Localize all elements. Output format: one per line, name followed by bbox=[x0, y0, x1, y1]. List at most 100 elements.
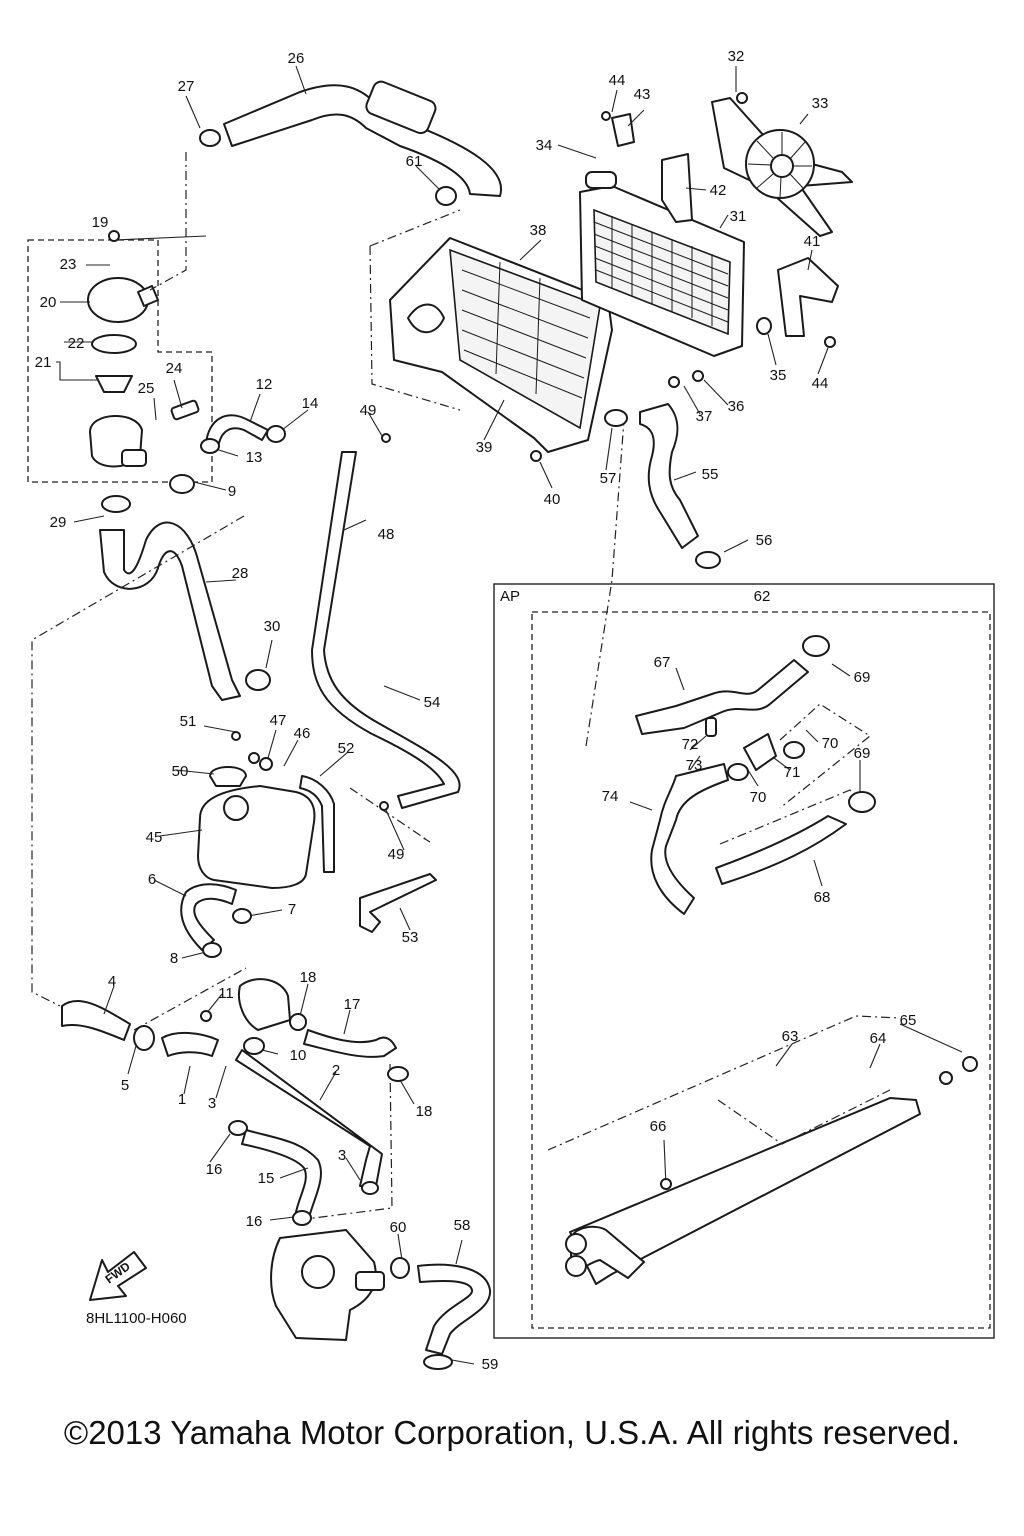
callout-9: 9 bbox=[228, 483, 236, 500]
hose-55 bbox=[639, 403, 699, 549]
callout-73: 73 bbox=[686, 757, 703, 774]
callout-40: 40 bbox=[544, 491, 561, 508]
callout-58: 58 bbox=[454, 1217, 471, 1234]
exhaust-pipe-end-a bbox=[565, 1233, 587, 1255]
callout-13: 13 bbox=[246, 449, 263, 466]
callout-5: 5 bbox=[121, 1077, 129, 1094]
callout-47: 47 bbox=[270, 712, 287, 729]
callout-39: 39 bbox=[476, 439, 493, 456]
bracket-43 bbox=[611, 113, 635, 147]
callout-52: 52 bbox=[338, 740, 355, 757]
ap-inner-box bbox=[531, 611, 991, 1329]
drawing-code: 8HL1100-H060 bbox=[86, 1310, 187, 1327]
callout-48: 48 bbox=[378, 526, 395, 543]
hose-48 bbox=[311, 451, 461, 809]
callout-2: 2 bbox=[332, 1062, 340, 1079]
hose-26 bbox=[223, 84, 503, 197]
callout-55: 55 bbox=[702, 466, 719, 483]
cooling-fan bbox=[711, 97, 853, 237]
callout-41: 41 bbox=[804, 233, 821, 250]
callout-70a: 70 bbox=[822, 735, 839, 752]
callout-45: 45 bbox=[146, 829, 163, 846]
callout-15: 15 bbox=[258, 1170, 275, 1187]
hose-58 bbox=[417, 1263, 492, 1355]
thermostat-group-box bbox=[27, 239, 213, 483]
bracket-42 bbox=[661, 153, 693, 223]
callout-72: 72 bbox=[682, 736, 699, 753]
radiator-shroud bbox=[389, 237, 613, 453]
copyright-notice: ©2013 Yamaha Motor Corporation, U.S.A. A… bbox=[63, 1414, 961, 1451]
callout-36: 36 bbox=[728, 398, 745, 415]
callout-23: 23 bbox=[60, 256, 77, 273]
callout-27: 27 bbox=[178, 78, 195, 95]
callout-67: 67 bbox=[654, 654, 671, 671]
hose-28 bbox=[99, 521, 241, 701]
callout-11: 11 bbox=[218, 985, 234, 1002]
callout-22: 22 bbox=[68, 335, 85, 352]
assembly-lines bbox=[31, 152, 901, 1221]
callout-labels: 1 2 3 3 4 5 6 7 8 9 10 11 12 13 14 15 16… bbox=[35, 48, 917, 1373]
callout-56: 56 bbox=[756, 532, 773, 549]
hose-74 bbox=[650, 763, 729, 915]
bracket-41 bbox=[777, 257, 839, 337]
water-pump-cover bbox=[238, 978, 291, 1031]
callout-42: 42 bbox=[710, 182, 727, 199]
radiator bbox=[579, 171, 745, 357]
reservoir-cap bbox=[209, 766, 247, 787]
callout-21: 21 bbox=[35, 354, 52, 371]
reservoir-tank bbox=[197, 785, 316, 889]
callout-63: 63 bbox=[782, 1028, 799, 1045]
callout-43: 43 bbox=[634, 86, 651, 103]
callout-60: 60 bbox=[390, 1219, 407, 1236]
callout-53: 53 bbox=[402, 929, 419, 946]
callout-6: 6 bbox=[148, 871, 156, 888]
callout-51: 51 bbox=[180, 713, 197, 730]
callout-16a: 16 bbox=[206, 1161, 223, 1178]
callout-3a: 3 bbox=[208, 1095, 216, 1112]
callout-35: 35 bbox=[770, 367, 787, 384]
hose-26-sleeve bbox=[365, 80, 437, 135]
joint-71 bbox=[743, 733, 777, 771]
callout-50: 50 bbox=[172, 763, 189, 780]
callout-69a: 69 bbox=[854, 669, 871, 686]
ap-outer-box bbox=[493, 583, 995, 1339]
hose-68 bbox=[715, 815, 847, 885]
callout-57: 57 bbox=[600, 470, 617, 487]
callout-32: 32 bbox=[728, 48, 745, 65]
water-pump-boss bbox=[301, 1255, 335, 1289]
protector-53 bbox=[359, 873, 437, 933]
callout-8: 8 bbox=[170, 950, 178, 967]
hose-17 bbox=[303, 1029, 397, 1058]
callout-61: 61 bbox=[406, 153, 423, 170]
reservoir-neck bbox=[223, 795, 249, 821]
callout-18a: 18 bbox=[300, 969, 317, 986]
callout-28: 28 bbox=[232, 565, 249, 582]
leader-lines bbox=[56, 65, 963, 1365]
exhaust-pipe-end-b bbox=[565, 1255, 587, 1277]
callout-16b: 16 bbox=[246, 1213, 263, 1230]
callout-66: 66 bbox=[650, 1118, 667, 1135]
callout-70b: 70 bbox=[750, 789, 767, 806]
hose-1 bbox=[161, 1032, 219, 1057]
callout-34: 34 bbox=[536, 137, 553, 154]
callout-20: 20 bbox=[40, 294, 57, 311]
fwd-arrow bbox=[89, 1251, 147, 1301]
callout-12: 12 bbox=[256, 376, 273, 393]
callout-54: 54 bbox=[424, 694, 441, 711]
water-pump-outlet bbox=[355, 1271, 385, 1291]
hose-52 bbox=[299, 775, 335, 873]
callout-3b: 3 bbox=[338, 1147, 346, 1164]
callout-71: 71 bbox=[784, 764, 801, 781]
callout-30: 30 bbox=[264, 618, 281, 635]
callout-62: 62 bbox=[754, 588, 771, 605]
clamps-and-fasteners bbox=[101, 92, 978, 1370]
callout-68: 68 bbox=[814, 889, 831, 906]
hose-67 bbox=[635, 659, 809, 735]
callout-10: 10 bbox=[290, 1047, 307, 1064]
callout-7: 7 bbox=[288, 901, 296, 918]
callout-44b: 44 bbox=[812, 375, 829, 392]
callout-37: 37 bbox=[696, 408, 713, 425]
hose-6 bbox=[180, 883, 237, 951]
thermostat-group bbox=[87, 277, 200, 468]
hose-4 bbox=[61, 1000, 131, 1041]
